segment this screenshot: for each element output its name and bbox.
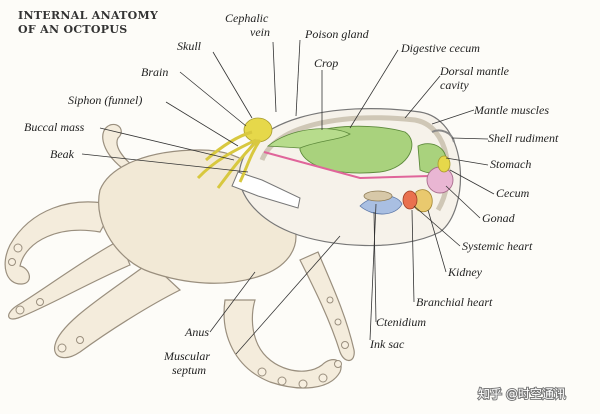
sucker bbox=[277, 376, 287, 386]
arm-upper-left bbox=[102, 123, 141, 171]
label-dorsal-mantle-cavity-1: Dorsal mantle bbox=[439, 64, 510, 78]
label-siphon: Siphon (funnel) bbox=[68, 93, 142, 107]
label-skull: Skull bbox=[177, 39, 202, 53]
sucker bbox=[257, 367, 267, 377]
label-crop: Crop bbox=[314, 56, 338, 70]
brain bbox=[196, 117, 273, 189]
systemic-heart bbox=[402, 190, 418, 210]
label-beak: Beak bbox=[50, 147, 75, 161]
cecum bbox=[437, 155, 451, 173]
label-ink-sac: Ink sac bbox=[369, 337, 405, 351]
label-cecum: Cecum bbox=[496, 186, 530, 200]
sucker bbox=[76, 336, 84, 344]
sucker bbox=[334, 318, 342, 326]
sucker bbox=[326, 296, 334, 304]
sucker bbox=[298, 379, 308, 389]
label-buccal-mass: Buccal mass bbox=[24, 120, 85, 134]
arm-right-down bbox=[299, 251, 355, 361]
esophagus bbox=[263, 151, 431, 180]
labels: Cephalic vein Poison gland Skull Digesti… bbox=[24, 11, 559, 377]
label-kidney: Kidney bbox=[447, 265, 483, 279]
label-mantle-muscles: Mantle muscles bbox=[473, 103, 549, 117]
sucker bbox=[341, 341, 349, 349]
label-branchial-heart: Branchial heart bbox=[416, 295, 493, 309]
label-anus: Anus bbox=[184, 325, 209, 339]
label-systemic-heart: Systemic heart bbox=[462, 239, 533, 253]
octopus-arms bbox=[4, 123, 355, 389]
sucker bbox=[8, 258, 16, 266]
label-dorsal-mantle-cavity-2: cavity bbox=[440, 78, 469, 92]
label-poison-gland: Poison gland bbox=[304, 27, 370, 41]
leader-lines bbox=[81, 39, 495, 355]
shell-rudiment bbox=[431, 129, 455, 143]
title-line-1: INTERNAL ANATOMY bbox=[18, 9, 158, 22]
label-ctenidium: Ctenidium bbox=[376, 315, 426, 329]
kidney bbox=[413, 189, 433, 213]
arm-middle bbox=[54, 261, 182, 359]
label-muscular-septum-1: Muscular bbox=[163, 349, 210, 363]
label-brain: Brain bbox=[141, 65, 168, 79]
sucker bbox=[318, 373, 328, 383]
label-muscular-septum-2: septum bbox=[172, 363, 206, 377]
sucker bbox=[36, 298, 44, 306]
watermark: 知乎 @时空通讯 bbox=[478, 387, 566, 401]
siphon bbox=[231, 171, 301, 209]
sucker bbox=[57, 343, 67, 353]
label-shell-rudiment: Shell rudiment bbox=[488, 131, 559, 145]
label-gonad: Gonad bbox=[482, 211, 516, 225]
label-stomach: Stomach bbox=[490, 157, 531, 171]
crop bbox=[266, 128, 351, 149]
ink-sac bbox=[363, 190, 393, 202]
arm-left-curl bbox=[4, 201, 116, 285]
label-digestive-cecum: Digestive cecum bbox=[400, 41, 480, 55]
sucker bbox=[15, 305, 25, 315]
title-line-2: OF AN OCTOPUS bbox=[18, 23, 127, 36]
label-cephalic-vein-1: Cephalic bbox=[225, 11, 269, 25]
sucker bbox=[13, 243, 23, 253]
sucker bbox=[334, 360, 342, 368]
label-cephalic-vein-2: vein bbox=[250, 25, 270, 39]
